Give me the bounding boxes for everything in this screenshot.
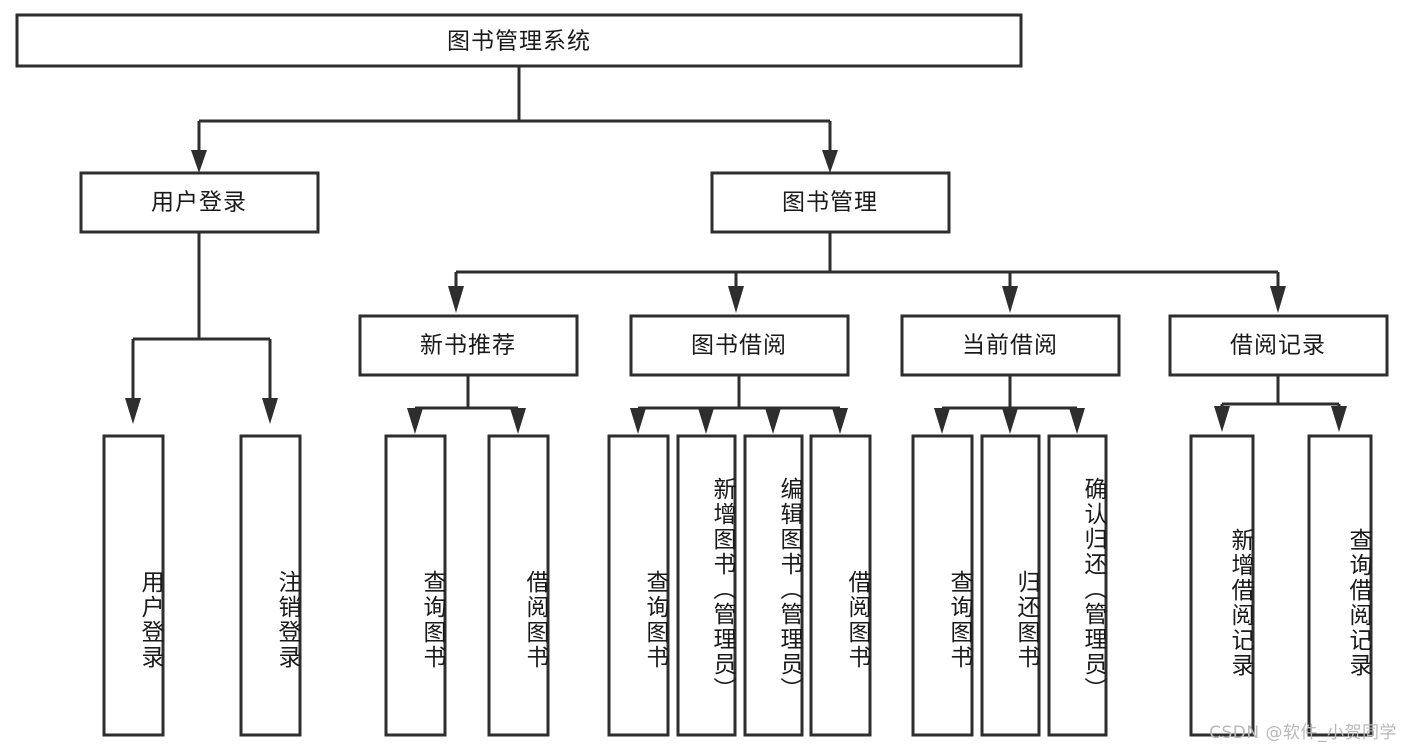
arrow-head-book-borrow <box>728 286 744 313</box>
node-borrow-record[interactable] <box>1168 314 1389 377</box>
node-leaf-query-book-3[interactable] <box>911 434 974 737</box>
arrow-head-leaf-add-record <box>1214 406 1230 432</box>
arrow-head-current-borrow <box>1002 286 1018 313</box>
arrow-head-user-login <box>191 150 207 173</box>
node-leaf-user-login[interactable] <box>102 434 165 737</box>
node-book-borrow[interactable] <box>629 314 850 377</box>
node-book-borrow-label: 图书借阅 <box>691 333 787 359</box>
node-leaf-borrow-book-2[interactable] <box>809 434 872 737</box>
label-group: 图书管理系统 用户登录 图书管理 新书推荐 图书借阅 当前借阅 借阅记录 <box>151 29 1326 359</box>
arrow-head-leaf-query-book-1 <box>407 408 423 434</box>
arrow-head-leaf-borrow-book-1 <box>510 408 526 434</box>
csdn-watermark: CSDN @软件_小贺同学 <box>1209 723 1397 743</box>
node-root[interactable] <box>15 13 1023 68</box>
arrow-head-leaf-query-book-3 <box>934 408 950 434</box>
node-current-borrow[interactable] <box>900 314 1121 377</box>
node-leaf-add-book[interactable] <box>676 434 737 737</box>
edge-group <box>125 66 1347 434</box>
node-new-book-recommend-label: 新书推荐 <box>420 333 516 359</box>
arrow-head-leaf-logout <box>262 398 278 424</box>
arrow-head-leaf-query-book-2 <box>630 408 646 434</box>
node-leaf-query-book-2[interactable] <box>607 434 670 737</box>
node-leaf-query-book-1[interactable] <box>384 434 447 737</box>
node-user-login-label: 用户登录 <box>151 190 247 216</box>
node-new-book-recommend[interactable] <box>358 314 579 377</box>
arrow-head-leaf-add-book <box>698 408 714 434</box>
node-leaf-confirm-return[interactable] <box>1047 434 1108 737</box>
arrow-head-leaf-borrow-book-2 <box>832 408 848 434</box>
arrow-head-leaf-edit-book <box>765 408 781 434</box>
arrow-head-new-book-recommend <box>448 286 464 313</box>
node-leaf-borrow-book-1[interactable] <box>487 434 550 737</box>
node-leaf-add-record[interactable] <box>1189 434 1255 737</box>
node-book-manage-label: 图书管理 <box>782 190 878 216</box>
node-book-manage[interactable] <box>710 171 951 234</box>
node-group <box>15 13 1389 737</box>
node-current-borrow-label: 当前借阅 <box>962 333 1058 359</box>
arrow-head-leaf-return-book <box>1002 408 1018 434</box>
node-borrow-record-label: 借阅记录 <box>1230 333 1326 359</box>
arrow-head-leaf-user-login <box>125 398 141 424</box>
node-user-login[interactable] <box>79 171 320 234</box>
arrow-head-borrow-record <box>1270 286 1286 313</box>
node-leaf-logout[interactable] <box>239 434 302 737</box>
node-leaf-edit-book[interactable] <box>743 434 804 737</box>
node-root-label: 图书管理系统 <box>447 29 591 55</box>
node-leaf-query-record[interactable] <box>1307 434 1373 737</box>
arrow-head-book-manage <box>822 150 838 173</box>
node-leaf-return-book[interactable] <box>980 434 1041 737</box>
arrow-head-leaf-query-record <box>1331 406 1347 432</box>
arrow-head-leaf-confirm-return <box>1069 408 1085 434</box>
